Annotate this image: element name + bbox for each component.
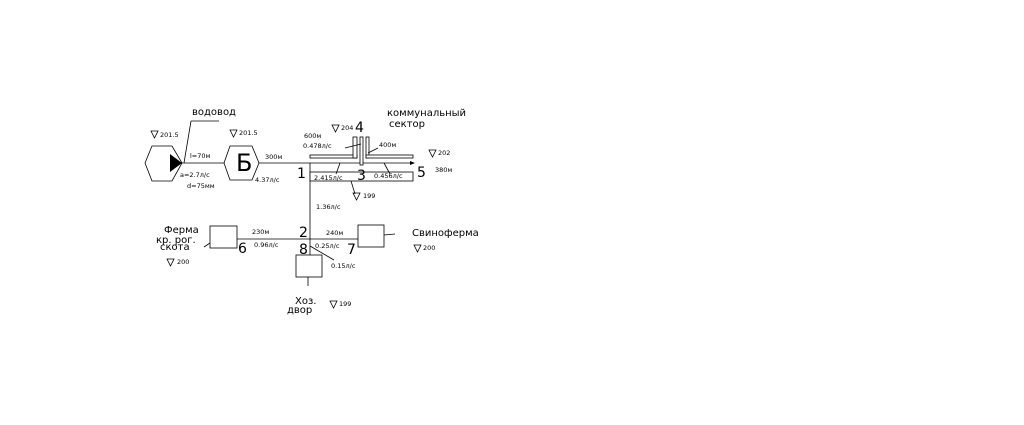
communal-label-line1: коммунальный [387, 108, 466, 119]
elev-triangle-icon [329, 300, 338, 309]
tower-letter: Б [236, 149, 252, 177]
pipe-segment-right [365, 154, 414, 159]
source-length: l=70м [190, 152, 211, 160]
node2-6-length: 230м [252, 228, 269, 236]
tower-node1-flow: 4.37л/с [255, 176, 280, 184]
elev-triangle-icon [150, 130, 159, 139]
elev-triangle-icon [331, 124, 340, 133]
yard-label-line1: Хоз. [295, 296, 316, 307]
elev-yard: 199 [339, 300, 351, 308]
elev-triangle-icon [428, 149, 437, 158]
communal-label-line2: сектор [389, 119, 425, 130]
node8-flow: 0.15л/с [331, 262, 356, 270]
communal-sector-pipes [309, 136, 415, 195]
pig-farm-box [357, 224, 385, 248]
node2-7-flow: 0.25л/с [315, 242, 340, 250]
source-diameter: d=75мм [187, 182, 215, 190]
elev-triangle-icon [352, 192, 361, 201]
node-numbers: 1 2 3 4 5 6 7 8 [238, 120, 426, 258]
pipe-riser-mid [359, 136, 364, 166]
node1-2-flow: 1.36л/с [316, 203, 341, 211]
pump-triangle-icon [170, 154, 182, 172]
node5-length: 380м [435, 166, 452, 174]
elev-node5: 202 [438, 149, 450, 157]
node4-flow: 0.478л/с [303, 142, 332, 150]
elev-triangle-icon [166, 258, 175, 267]
node-2: 2 [299, 225, 308, 241]
node-3: 3 [357, 168, 366, 184]
node-8: 8 [299, 242, 308, 258]
pipe-segment-left [309, 154, 358, 159]
node3-flow: 2.415л/с [314, 174, 343, 182]
node4-5-length: 400м [379, 141, 396, 149]
elev-pig: 200 [423, 244, 435, 252]
elevation-marks: 201.5 201.5 204 202 199 200 200 199 [150, 124, 450, 309]
leader-600m [344, 143, 362, 149]
pig-leader [383, 233, 396, 236]
farm-label-line2: кр. рог. [156, 235, 196, 246]
pig-farm-label: Свиноферма [412, 228, 479, 239]
source-flow: a=2.7л/с [180, 171, 210, 179]
farm-label-line1: Ферма [164, 225, 199, 236]
leader-2415 [335, 162, 341, 175]
yard-box [295, 254, 323, 278]
arrow-node5 [410, 161, 415, 165]
farm-label-line3: скота [160, 242, 190, 253]
vodovod-leader [183, 120, 192, 164]
elev-triangle-icon [229, 129, 238, 138]
leader-199 [350, 180, 356, 195]
node-7: 7 [347, 242, 356, 258]
node-1: 1 [297, 166, 306, 182]
elev-source: 201.5 [160, 131, 179, 139]
pump-octagon [144, 145, 183, 182]
vodovod-label: водовод [192, 107, 236, 118]
node2-7-length: 240м [326, 229, 343, 237]
elev-triangle-icon [413, 244, 422, 253]
elev-node3: 199 [363, 192, 375, 200]
elev-tower: 201.5 [239, 129, 258, 137]
tower-node1-length: 300м [265, 153, 282, 161]
labels: водовод коммунальный сектор Ферма кр. ро… [156, 107, 479, 316]
node-5: 5 [417, 165, 426, 181]
elev-farm: 200 [177, 258, 189, 266]
leader-400m [367, 147, 379, 154]
yard-label-line2: двор [287, 305, 312, 316]
node4-length: 600м [304, 132, 321, 140]
node-6: 6 [238, 241, 247, 257]
pipe-annotations: l=70м a=2.7л/с d=75мм 300м 4.37л/с 600м … [180, 132, 452, 270]
pump-station [144, 145, 183, 182]
elev-node4: 204 [341, 124, 353, 132]
node3-5-flow: 0.456л/с [374, 172, 403, 180]
node2-6-flow: 0.96л/с [254, 241, 279, 249]
water-tower: Б [223, 145, 260, 181]
pipe-node3-bar [309, 171, 414, 182]
pipe-node8-label [309, 245, 335, 261]
leader-0456 [383, 162, 391, 175]
farm-box [209, 225, 238, 249]
pipe-riser-left [352, 136, 358, 159]
node-4: 4 [355, 120, 364, 136]
